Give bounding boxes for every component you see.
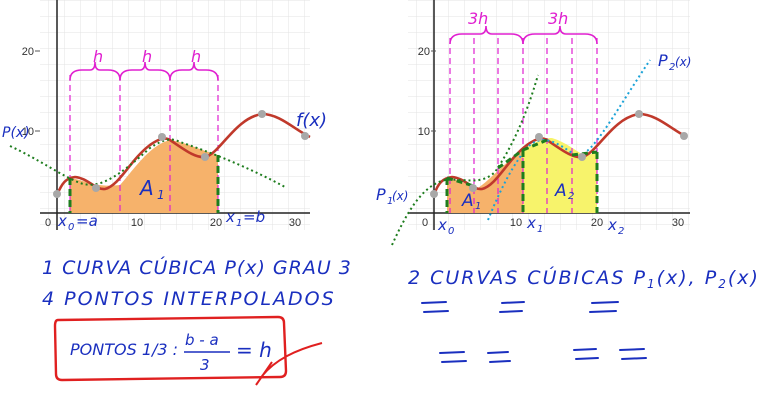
red-highlight-box: [53, 315, 288, 382]
right-spacing-braces: [449, 25, 598, 45]
left-notes: 1 CURVA CÚBICA P(x) GRAU 3 4 PONTOS INTE…: [42, 255, 352, 386]
left-label-p: P(x): [2, 125, 30, 141]
note-one-third-rule: PONTOS 1/3 :: [70, 340, 178, 359]
right-bounds: [445, 150, 599, 213]
left-h-label-2: h: [142, 47, 152, 66]
right-p1-curve: [391, 74, 539, 246]
right-label-x1: x: [526, 214, 536, 232]
right-xtick-20: 20: [591, 217, 603, 229]
right-label-p1-arg: (x): [392, 189, 408, 203]
left-h-label-3: h: [191, 47, 201, 66]
right-xtick-10: 10: [510, 217, 522, 229]
left-label-f: f(x): [296, 110, 327, 131]
right-label-x1-sub: 1: [537, 224, 543, 235]
note-mid: (x), P: [657, 267, 719, 289]
right-xtick-30: 30: [672, 217, 684, 229]
right-node-dashes: [446, 138, 598, 188]
note-two-cubic-curves-text: 2 CURVAS CÚBICAS P: [408, 265, 647, 289]
note-fraction-denominator: 3: [200, 356, 210, 374]
left-xtick-30: 30: [289, 217, 301, 229]
blank-equal-marks: [421, 301, 647, 363]
right-label-x2: x: [607, 216, 617, 234]
note-two-cubic-curves: 2 CURVAS CÚBICAS P1(x), P2(x): [408, 265, 760, 291]
right-ytick-20: 20: [418, 46, 430, 58]
right-label-a2: A: [554, 181, 567, 201]
note-fraction-result: = h: [236, 338, 272, 362]
right-label-a2-sub: 2: [568, 191, 574, 202]
note-fraction-numerator: b - a: [185, 331, 219, 349]
right-3h-label-2: 3h: [548, 9, 568, 28]
right-label-a1: A: [461, 191, 474, 211]
right-label-p2-sub: 2: [669, 62, 675, 73]
right-graph: 3h 3h 20 10: [376, 0, 691, 246]
left-ytick-20: 20: [22, 46, 34, 58]
right-label-p1: P: [376, 185, 386, 204]
note-sub-1: 1: [647, 277, 657, 291]
right-label-x2-sub: 2: [618, 226, 624, 237]
right-3h-label-1: 3h: [468, 9, 488, 28]
right-label-a1-sub: 1: [475, 201, 481, 212]
note-cubic-curve: 1 CURVA CÚBICA P(x) GRAU 3: [42, 255, 352, 279]
right-label-p2: P: [658, 51, 668, 70]
left-label-x1-eq: =b: [243, 208, 265, 226]
left-xtick-20: 20: [210, 217, 222, 229]
left-h-label-1: h: [93, 47, 103, 66]
left-area-fill: [70, 140, 218, 213]
left-label-x0-eq: =a: [76, 212, 98, 230]
note-interpolated-points: 4 PONTOS INTERPOLADOS: [42, 288, 336, 310]
right-area-a1-fill: [447, 150, 523, 213]
left-xtick-10: 10: [131, 217, 143, 229]
red-check-mark: [255, 342, 323, 386]
left-sample-points: [53, 110, 309, 198]
right-p2-curve: [487, 59, 651, 221]
left-graph: h h h 20 10 0 10 20 30 P(x) f(x) A 1: [2, 0, 327, 233]
note-sub-2: 2: [718, 277, 728, 291]
left-label-x0-sub: 0: [68, 222, 74, 233]
left-label-area-sub: 1: [157, 188, 165, 202]
right-label-p1-sub: 1: [387, 196, 393, 207]
left-xtick-0: 0: [45, 217, 51, 229]
note-end: (x): [728, 267, 760, 289]
right-ytick-10: 10: [418, 126, 430, 138]
right-xtick-0: 0: [422, 217, 428, 229]
right-label-p2-arg: (x): [675, 55, 691, 69]
left-label-area: A: [138, 176, 154, 200]
left-ytick-10: 10: [22, 126, 34, 138]
left-label-x0: x: [57, 212, 67, 230]
left-label-x1-sub: 1: [236, 218, 242, 229]
left-label-x1: x: [225, 208, 235, 226]
left-spacing-braces: [69, 61, 219, 81]
right-sample-points: [430, 110, 688, 198]
right-notes: 2 CURVAS CÚBICAS P1(x), P2(x): [408, 265, 760, 363]
right-label-x0: x: [437, 216, 447, 234]
right-label-x0-sub: 0: [448, 226, 454, 237]
